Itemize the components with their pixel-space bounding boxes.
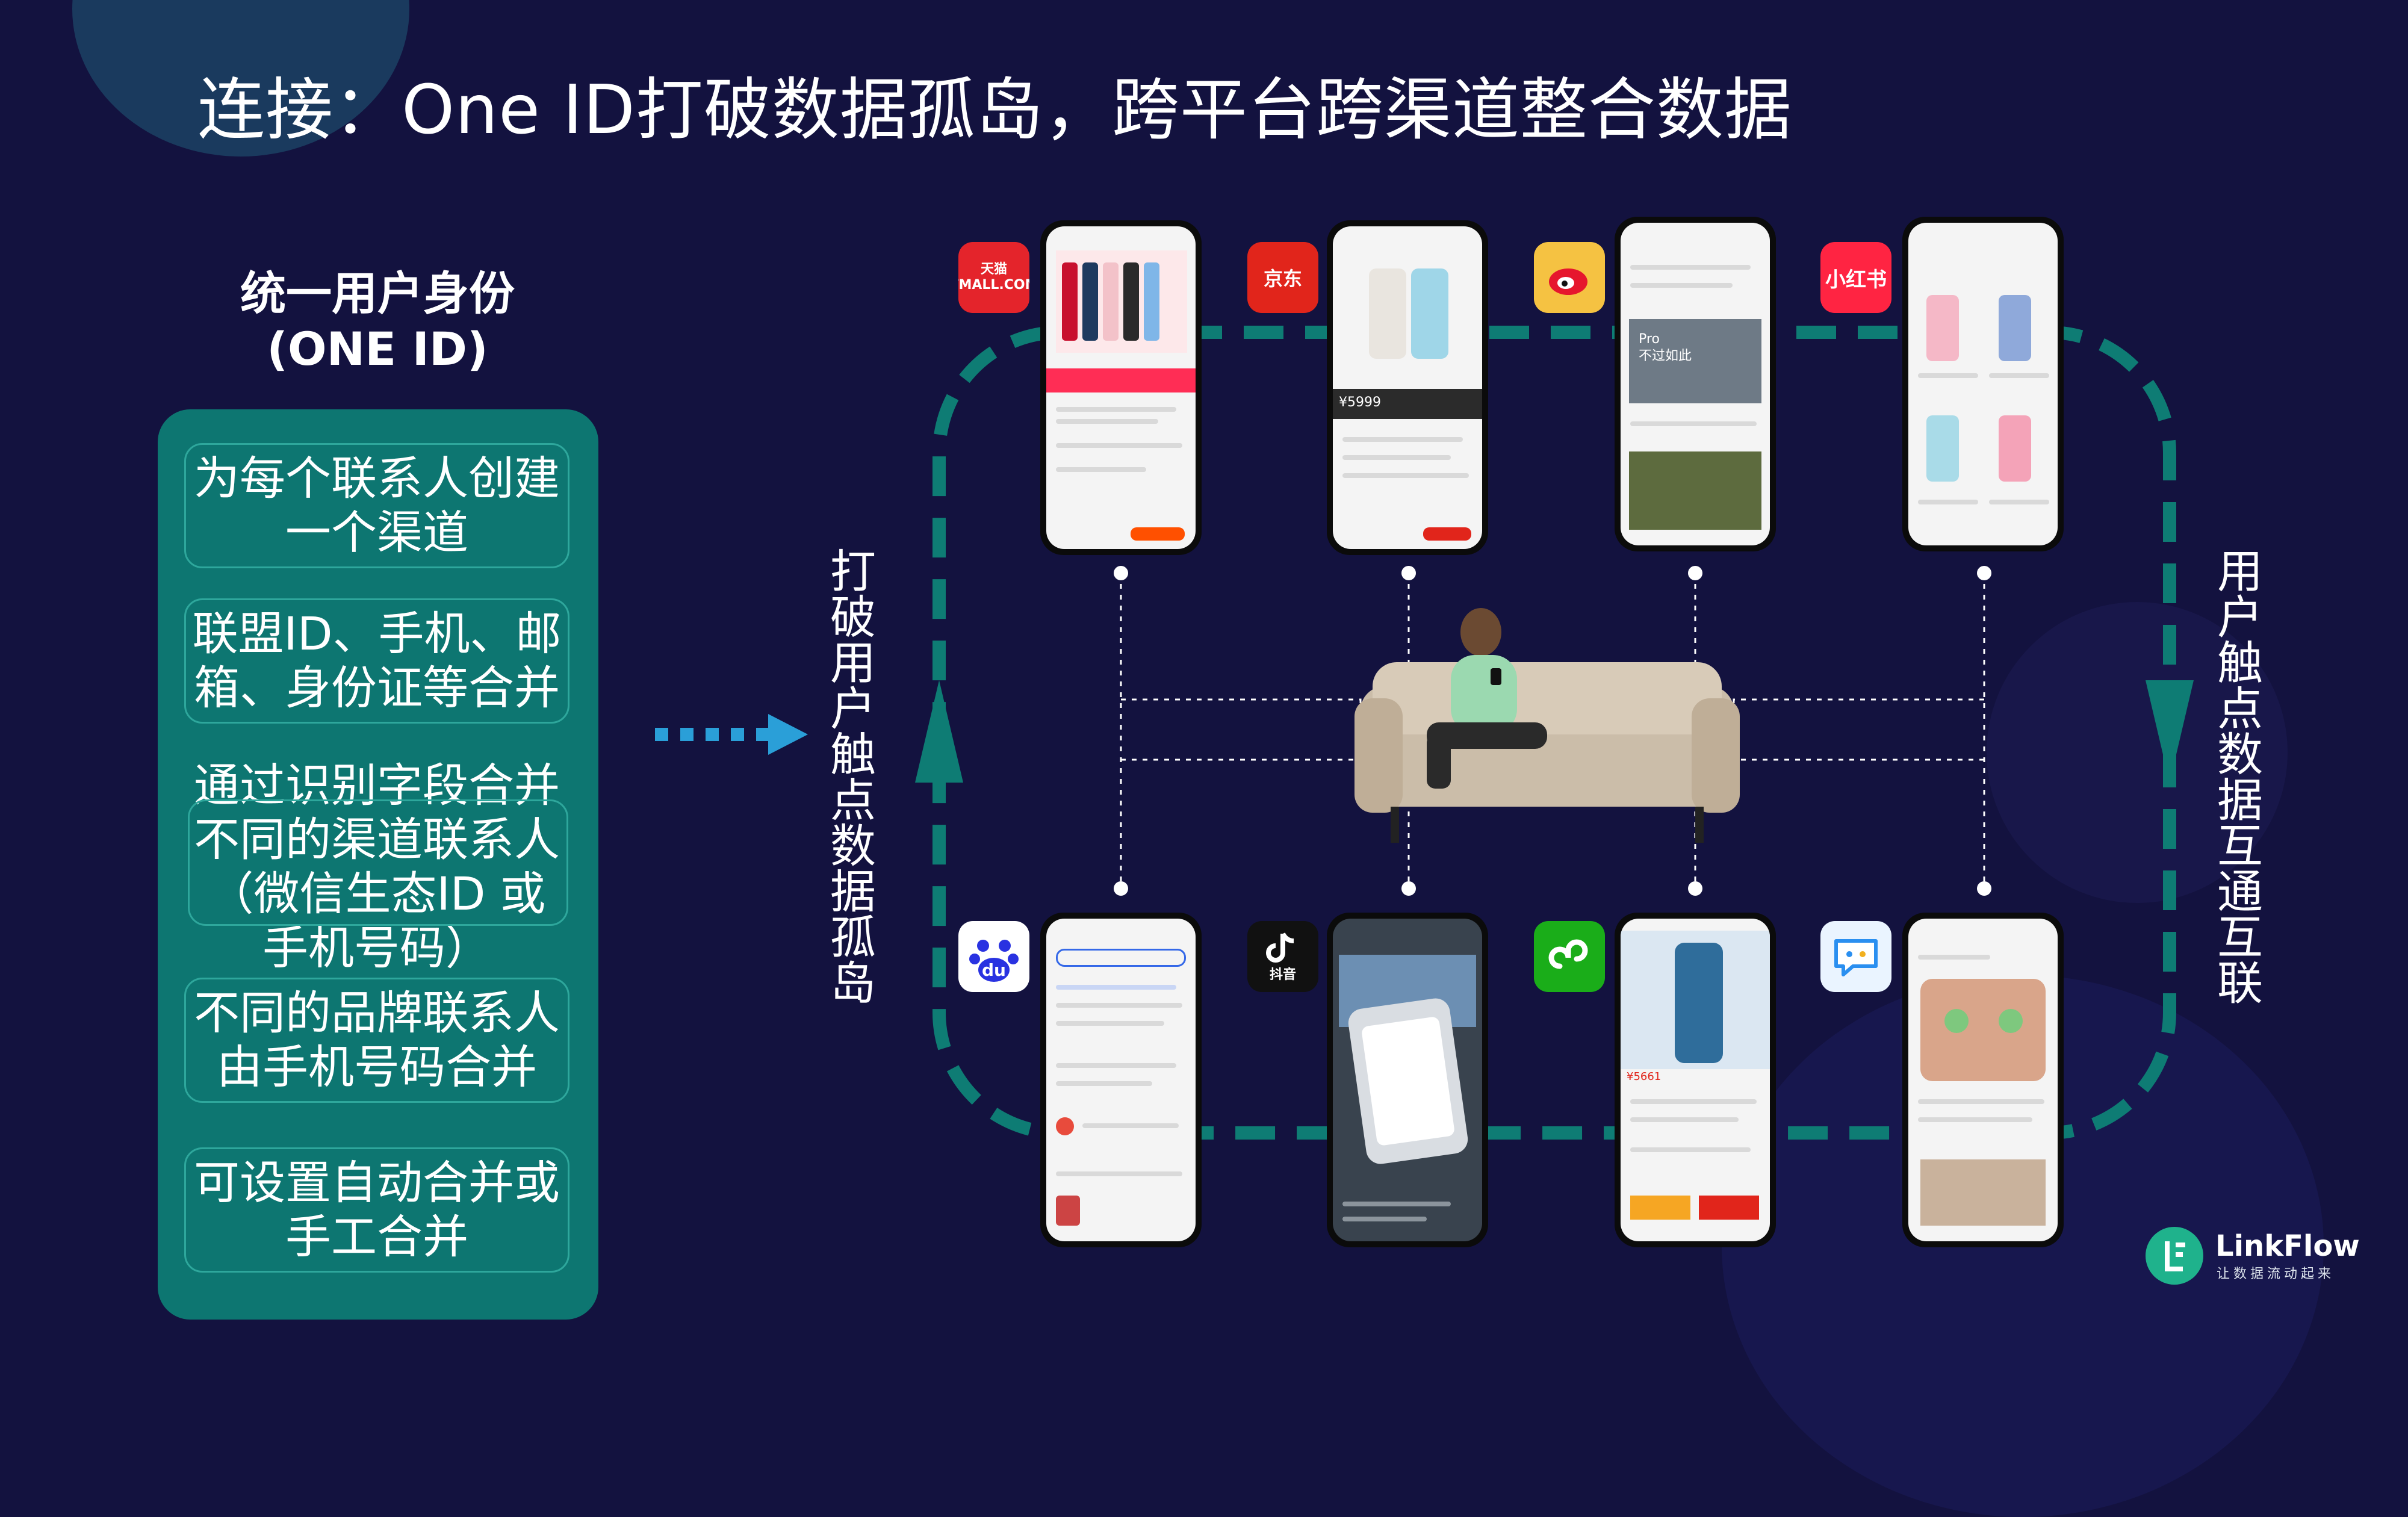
chat-app-logo	[1820, 921, 1891, 992]
phone-tmall	[1040, 220, 1202, 555]
flow-up-arrow	[915, 680, 963, 783]
one-id-panel: 为每个联系人创建 一个渠道 联盟ID、手机、邮 箱、身份证等合并 通过识别字段合…	[158, 409, 598, 1320]
phone-jd-screen: ¥5999	[1333, 226, 1482, 549]
panel-heading: 统一用户身份 (ONE ID)	[158, 266, 597, 377]
phone-wechat-mini-screen: ¥5661	[1621, 919, 1770, 1241]
feature-item-create-channel: 为每个联系人创建 一个渠道	[184, 443, 569, 568]
phone-baidu-screen	[1046, 919, 1196, 1241]
wechat-mini-program-logo	[1534, 921, 1605, 992]
chat-bubble-icon	[1834, 939, 1878, 976]
jd-logo: 京东	[1247, 242, 1318, 313]
mini-program-icon	[1548, 939, 1588, 969]
weibo-overlay-text: Pro 不过如此	[1639, 332, 1692, 364]
panel-heading-line2: (ONE ID)	[267, 322, 488, 376]
feature-item-identify-fields: 通过识别字段合并 不同的渠道联系人 （微信生态ID 或 手机号码）	[194, 758, 560, 975]
phone-baidu	[1040, 913, 1202, 1247]
phone-chat-screen	[1908, 919, 2058, 1241]
connector-dots	[1114, 566, 1991, 896]
user-on-sofa-illustration	[1354, 608, 1740, 843]
tmall-logo: 天猫 TMALL.COM	[958, 242, 1029, 313]
panel-heading-line1: 统一用户身份	[240, 267, 515, 320]
phone-chat	[1902, 913, 2064, 1247]
baidu-logo: du	[958, 921, 1029, 992]
feature-item-merge-ids: 联盟ID、手机、邮 箱、身份证等合并	[184, 598, 569, 724]
phone-weibo: Pro 不过如此	[1615, 217, 1776, 551]
feature-item-brand-merge: 不同的品牌联系人 由手机号码合并	[184, 978, 569, 1103]
dotted-arrow-right	[655, 714, 808, 755]
flow-down-arrow	[2146, 680, 2194, 783]
weibo-logo	[1534, 242, 1605, 313]
jd-price: ¥5999	[1339, 395, 1381, 410]
feature-item-identify-fields-frame	[188, 799, 568, 926]
weibo-eye-icon	[1549, 268, 1587, 295]
linkflow-logo-icon	[2146, 1227, 2203, 1285]
left-vertical-label: 打破用户触点数据孤岛	[830, 545, 876, 1010]
right-vertical-label: 用户触点数据互通互联	[2217, 545, 2263, 1010]
baidu-paw-icon: du	[969, 940, 1019, 982]
decor-circle-right	[1987, 602, 2288, 903]
phone-xiaohongshu	[1902, 217, 2064, 551]
phone-jd: ¥5999	[1327, 220, 1488, 555]
wechat-mini-price: ¥5661	[1627, 1070, 1662, 1083]
phone-tmall-screen	[1046, 226, 1196, 549]
page-title: 连接：One ID打破数据孤岛，跨平台跨渠道整合数据	[197, 71, 1792, 149]
phone-weibo-screen: Pro 不过如此	[1621, 223, 1770, 545]
douyin-note-icon	[1266, 932, 1294, 963]
phone-douyin-screen	[1333, 919, 1482, 1241]
xiaohongshu-logo: 小红书	[1820, 242, 1891, 313]
douyin-label: 抖音	[1269, 967, 1296, 982]
douyin-logo: 抖音	[1247, 921, 1318, 992]
brand-tagline: 让数据流动起来	[2217, 1267, 2335, 1282]
phone-wechat-mini: ¥5661	[1615, 913, 1776, 1247]
baidu-label: du	[982, 960, 1006, 980]
phone-xiaohongshu-screen	[1908, 223, 2058, 545]
brand-name: LinkFlow	[2215, 1229, 2360, 1263]
feature-item-auto-manual-merge: 可设置自动合并或 手工合并	[184, 1147, 569, 1273]
phone-douyin	[1327, 913, 1488, 1247]
